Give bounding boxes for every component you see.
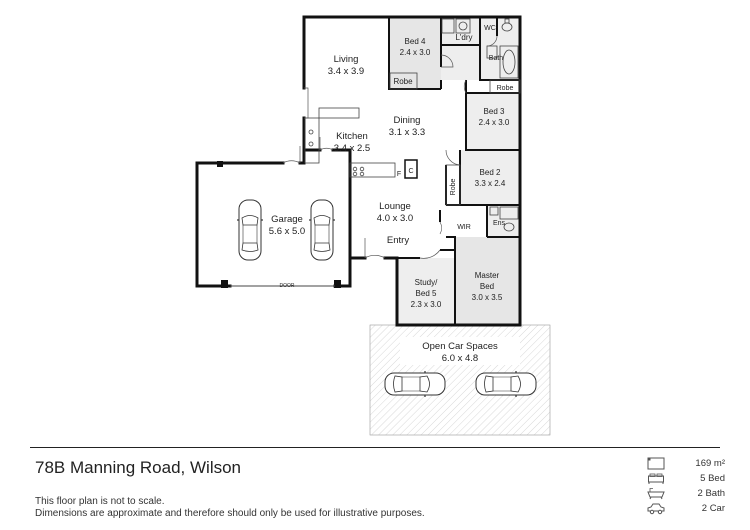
kitchen-benches — [304, 107, 418, 179]
master-fill — [455, 237, 520, 325]
living-size: 3.4 x 3.9 — [328, 66, 364, 77]
dining-label: Dining — [394, 115, 421, 126]
open-car-spaces-label: Open Car Spaces — [422, 341, 498, 352]
door-swings — [282, 35, 498, 259]
ensuite-fill — [487, 205, 520, 237]
master-label-2: Bed — [480, 282, 494, 291]
wc-label: WC — [484, 25, 496, 32]
laundry-label: L'dry — [455, 33, 472, 42]
garage-size: 5.6 x 5.0 — [269, 226, 305, 237]
bed3-fill — [466, 93, 520, 150]
entry-label: Entry — [387, 235, 409, 246]
floor-area-value: 169 m² — [695, 458, 725, 469]
garage-door-label: DOOR — [280, 283, 295, 289]
lounge-label: Lounge — [379, 201, 411, 212]
robe-bed2-label: Robe — [450, 179, 457, 196]
floor-plan: DOOR — [195, 15, 551, 436]
stat-bathrooms: 2 Bath — [645, 487, 725, 501]
property-address: 78B Manning Road, Wilson — [35, 458, 242, 477]
fridge-label: F — [397, 171, 401, 178]
disclaimer-line-2: Dimensions are approximate and therefore… — [35, 508, 425, 519]
car-icon — [647, 503, 665, 515]
master-label: Master — [475, 271, 500, 280]
bed3-size: 2.4 x 3.0 — [479, 118, 510, 127]
stat-bedrooms: 5 Bed — [645, 472, 725, 486]
bed-icon — [648, 473, 664, 484]
study-size: 2.3 x 3.0 — [411, 300, 442, 309]
cupboard-label: C — [408, 168, 413, 175]
wir-label: WIR — [457, 224, 471, 231]
bed3-label: Bed 3 — [484, 107, 505, 116]
kitchen-label: Kitchen — [336, 131, 368, 142]
garage-label: Garage — [271, 214, 303, 225]
bath-label: Bath — [489, 55, 504, 62]
bed2-size: 3.3 x 2.4 — [475, 179, 506, 188]
bed4-label: Bed 4 — [405, 37, 426, 46]
bed2-fill — [460, 150, 520, 205]
robe-bed4-label: Robe — [393, 77, 413, 86]
car-icon-garage-1 — [236, 199, 264, 261]
study-fill — [397, 258, 455, 325]
bed2-label: Bed 2 — [480, 168, 501, 177]
study-label-2: Bed 5 — [416, 289, 437, 298]
bathrooms-value: 2 Bath — [697, 488, 725, 499]
wet-area-fixtures — [441, 18, 519, 232]
kitchen-size: 3.4 x 2.5 — [334, 143, 370, 154]
disclaimer-line-1: This floor plan is not to scale. — [35, 496, 165, 507]
master-size: 3.0 x 3.5 — [472, 293, 503, 302]
stat-car-spaces: 2 Car — [645, 502, 725, 516]
car-icon-open-space-2 — [476, 371, 536, 397]
car-icon-open-space-1 — [385, 371, 445, 397]
floor-area-icon — [647, 457, 665, 470]
lounge-size: 4.0 x 3.0 — [377, 213, 413, 224]
car-icon-garage-2 — [308, 199, 336, 261]
stat-floor-area: 169 m² — [645, 457, 725, 471]
study-label: Study/ — [415, 278, 438, 287]
bed4-fill — [389, 17, 441, 89]
bedrooms-value: 5 Bed — [700, 473, 725, 484]
bed4-size: 2.4 x 3.0 — [400, 48, 431, 57]
robe-bed3-label: Robe — [497, 85, 514, 92]
living-label: Living — [334, 54, 359, 65]
divider — [30, 447, 720, 448]
ensuite-label: Ens — [493, 220, 506, 227]
open-car-spaces-size: 6.0 x 4.8 — [442, 353, 478, 364]
dining-size: 3.1 x 3.3 — [389, 127, 425, 138]
car-spaces-value: 2 Car — [701, 503, 725, 514]
bath-icon — [647, 488, 665, 500]
